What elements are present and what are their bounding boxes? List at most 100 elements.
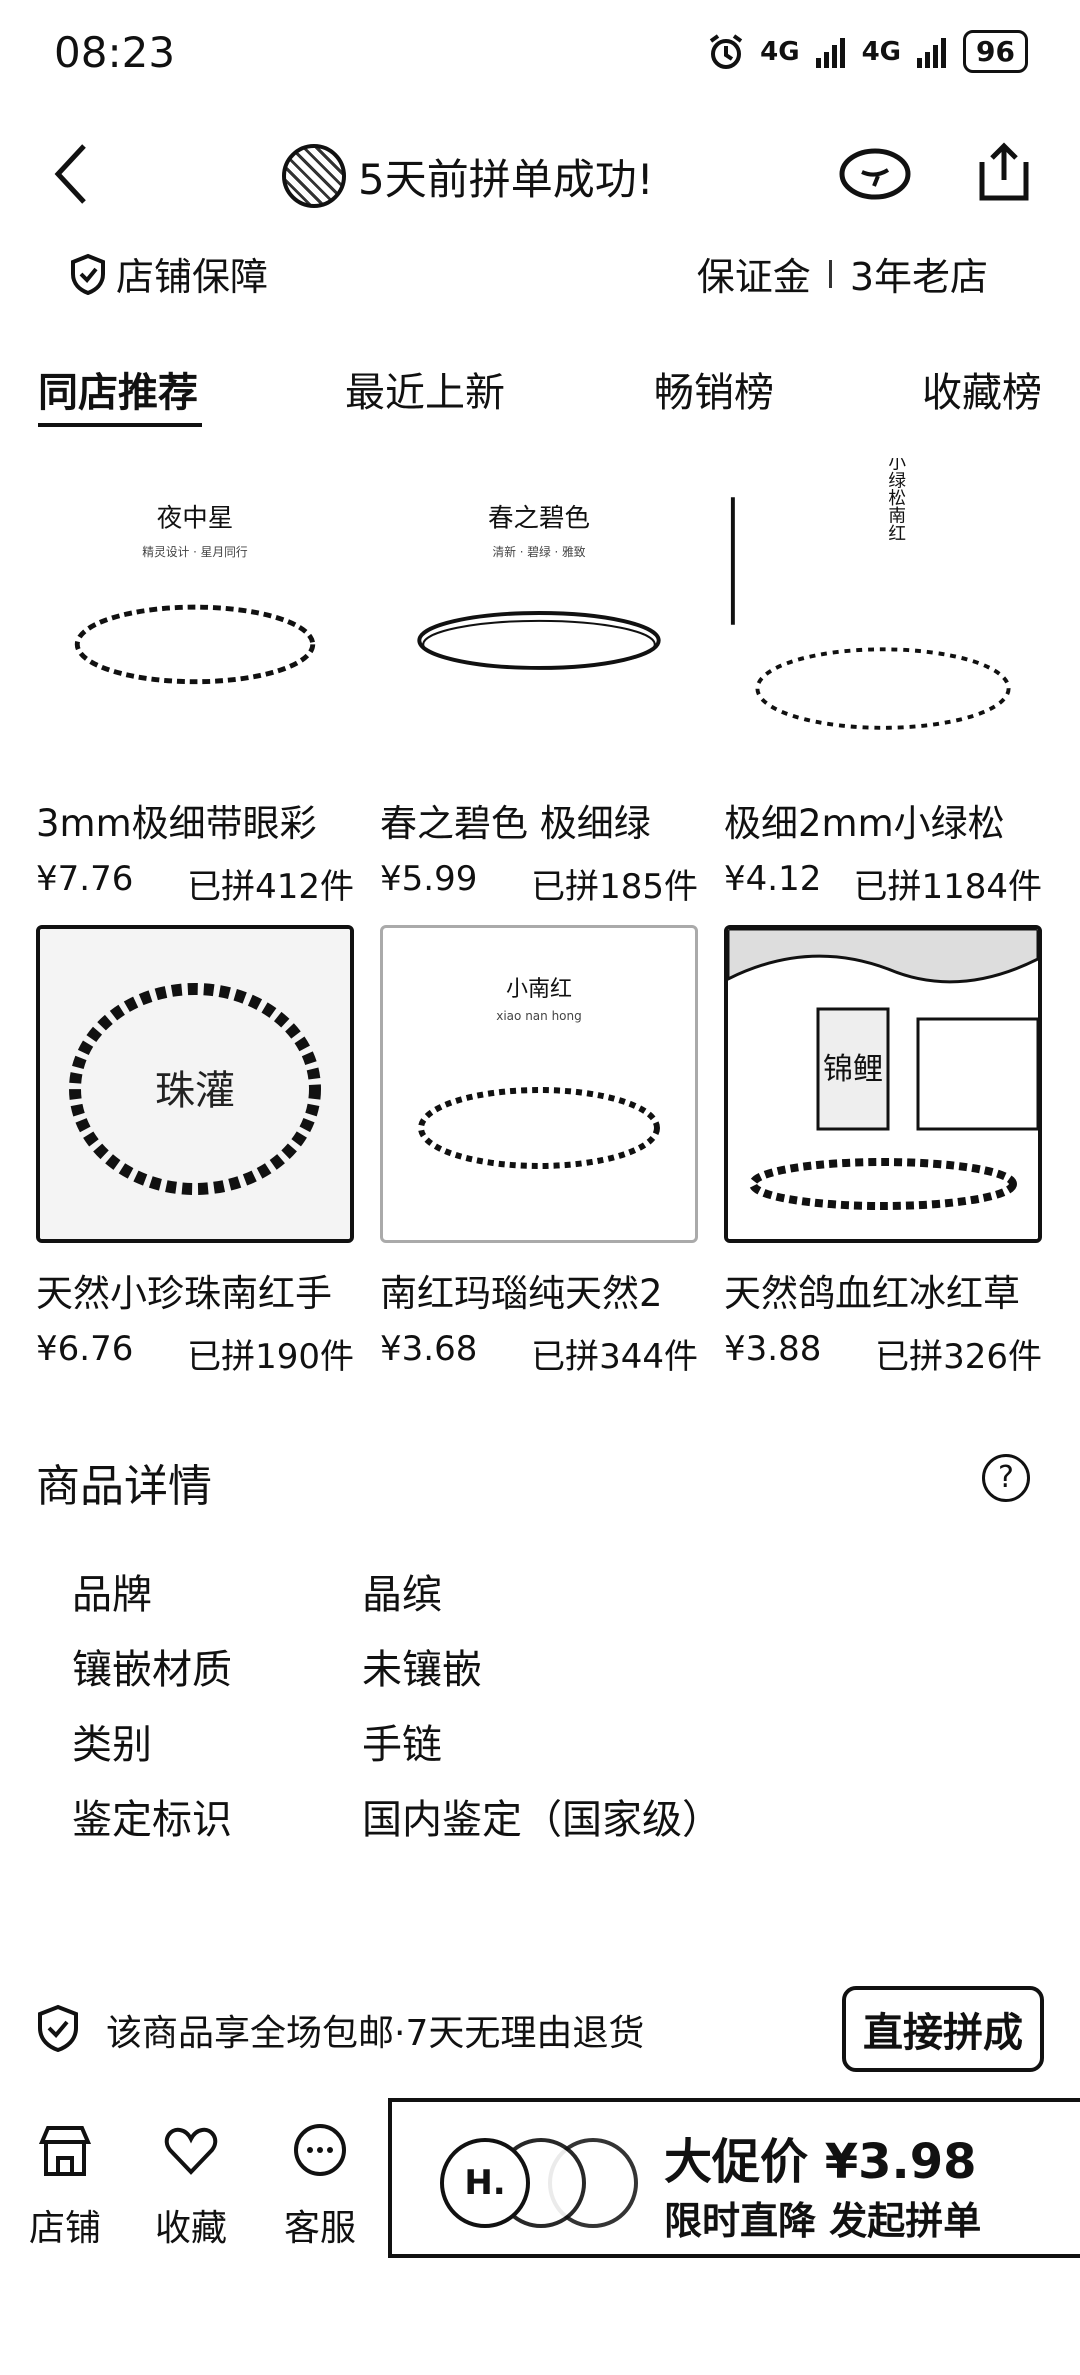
brand-coin-icon: H. xyxy=(440,2138,530,2228)
tab-favorites-rank[interactable]: 收藏榜 xyxy=(922,370,1042,416)
detail-value: 国内鉴定（国家级） xyxy=(362,1797,722,1843)
product-name: 春之碧色 极细绿 xyxy=(380,802,651,845)
active-tab-underline xyxy=(38,423,202,427)
signal-icon-2 xyxy=(917,37,947,68)
chat-icon xyxy=(294,2124,346,2176)
product-price: ¥7.76 xyxy=(36,859,134,899)
product-price: ¥3.68 xyxy=(380,1329,478,1369)
image-subtitle: xiao nan hong xyxy=(496,1009,582,1023)
product-image: 珠灌 xyxy=(36,925,354,1243)
details-table: 品牌晶缤 镶嵌材质 未镶嵌 类别手链 鉴定标识 国内鉴定（国家级） xyxy=(72,1562,722,1862)
detail-value: 晶缤 xyxy=(362,1572,442,1618)
detail-row: 类别手链 xyxy=(72,1712,722,1787)
deposit-badge: 保证金 xyxy=(696,255,811,299)
bracelet-image: 夜中星 精灵设计 · 星月同行 xyxy=(74,504,316,685)
system-nav-area xyxy=(0,2264,1080,2375)
detail-row: 镶嵌材质 未镶嵌 xyxy=(72,1637,722,1712)
product-image: 锦鲤 xyxy=(724,925,1042,1243)
favorite-button[interactable]: 收藏 xyxy=(136,2122,246,2251)
product-meta: ¥3.68 已拼344件 xyxy=(380,1329,698,1378)
status-bar: 08:23 4G 4G 96 xyxy=(0,0,1080,110)
store-guarantee-label: 店铺保障 xyxy=(116,255,269,299)
promo-strip: 该商品享全场包邮·7天无理由退货 直接拼成 xyxy=(0,1980,1080,2072)
product-name: 南红玛瑙纯天然2 xyxy=(380,1272,663,1315)
product-card[interactable]: 春之碧色 清新 · 碧绿 · 雅致 春之碧色 极细绿 ¥5.99 已拼185件 xyxy=(380,455,698,908)
image-subtitle: 精灵设计 · 星月同行 xyxy=(142,545,248,559)
product-sold-count: 已拼185件 xyxy=(531,867,698,907)
detail-value: 手链 xyxy=(362,1722,442,1768)
start-group-buy-button[interactable]: H. 大促价 ¥3.98 限时直降 发起拼单 xyxy=(388,2098,1080,2258)
product-sold-count: 已拼412件 xyxy=(187,867,354,907)
chat-bubble-icon[interactable] xyxy=(838,146,912,202)
product-image: 小南红 xiao nan hong xyxy=(380,925,698,1243)
tab-same-store[interactable]: 同店推荐 xyxy=(38,370,198,416)
help-icon[interactable]: ? xyxy=(982,1454,1030,1502)
tab-new-arrivals[interactable]: 最近上新 xyxy=(345,370,505,416)
detail-row: 鉴定标识 国内鉴定（国家级） xyxy=(72,1787,722,1862)
details-title: 商品详情 xyxy=(36,1461,212,1512)
tab-best-sellers[interactable]: 畅销榜 xyxy=(654,370,774,416)
promo-price: 大促价 ¥3.98 xyxy=(664,2134,977,2190)
product-name: 3mm极细带眼彩 xyxy=(36,802,317,845)
bottom-action-bar: 店铺 收藏 客服 H. 大促价 ¥3.98 限时直降 发起拼单 xyxy=(0,2092,1080,2264)
product-sold-count: 已拼1184件 xyxy=(853,867,1042,907)
product-sold-count: 已拼190件 xyxy=(187,1337,354,1377)
store-icon xyxy=(38,2126,92,2176)
shield-check-icon xyxy=(71,253,105,295)
bracelet-image: 珠灌 xyxy=(40,929,350,1239)
nav-bar: 5天前拼单成功! xyxy=(0,130,1080,220)
share-icon[interactable] xyxy=(974,140,1034,204)
detail-key: 鉴定标识 xyxy=(72,1797,232,1843)
alarm-icon xyxy=(709,33,743,69)
shield-check-icon xyxy=(38,2004,78,2052)
detail-value: 未镶嵌 xyxy=(362,1647,482,1693)
product-meta: ¥5.99 已拼185件 xyxy=(380,859,698,908)
product-sold-count: 已拼344件 xyxy=(531,1337,698,1377)
recommend-tabs: 同店推荐 最近上新 畅销榜 收藏榜 xyxy=(0,360,1080,430)
store-info-row: 店铺保障 保证金 3年老店 xyxy=(0,240,1080,310)
detail-key: 镶嵌材质 xyxy=(72,1647,232,1693)
network-type-1: 4G xyxy=(760,36,800,67)
store-age-badge: 3年老店 xyxy=(849,255,988,299)
detail-row: 品牌晶缤 xyxy=(72,1562,722,1637)
back-arrow-icon[interactable] xyxy=(40,138,110,208)
product-image: 夜中星 精灵设计 · 星月同行 xyxy=(36,455,354,773)
user-avatar xyxy=(282,144,346,208)
store-button[interactable]: 店铺 xyxy=(10,2122,120,2251)
store-label: 店铺 xyxy=(28,2208,101,2249)
product-card[interactable]: 夜中星 精灵设计 · 星月同行 3mm极细带眼彩 ¥7.76 已拼412件 xyxy=(36,455,354,908)
heart-icon xyxy=(164,2127,218,2175)
product-sold-count: 已拼326件 xyxy=(875,1337,1042,1377)
customer-service-button[interactable]: 客服 xyxy=(265,2122,375,2251)
image-title: 小绿松南红 xyxy=(886,455,906,541)
product-card[interactable]: 小南红 xiao nan hong 南红玛瑙纯天然2 ¥3.68 已拼344件 xyxy=(380,925,698,1378)
bracelet-image: 锦鲤 xyxy=(728,929,1038,1239)
service-label: 客服 xyxy=(283,2208,356,2249)
nav-title: 5天前拼单成功! xyxy=(358,154,654,204)
nav-title-group: 5天前拼单成功! xyxy=(282,144,654,208)
image-title: 锦鲤 xyxy=(823,1052,883,1087)
image-subtitle: 清新 · 碧绿 · 雅致 xyxy=(492,545,585,559)
product-price: ¥5.99 xyxy=(380,859,478,899)
promo-text: 该商品享全场包邮·7天无理由退货 xyxy=(106,2013,645,2054)
product-price: ¥4.12 xyxy=(724,859,822,899)
battery-icon: 96 xyxy=(963,30,1028,73)
network-type-2: 4G xyxy=(861,36,902,67)
favorite-label: 收藏 xyxy=(154,2208,227,2249)
direct-group-buy-button[interactable]: 直接拼成 xyxy=(842,1986,1044,2072)
store-guarantee[interactable]: 店铺保障 xyxy=(70,246,268,301)
signal-icon xyxy=(815,37,845,68)
bracelet-image: 小南红 xiao nan hong xyxy=(418,977,660,1169)
status-time: 08:23 xyxy=(54,28,176,77)
store-badges[interactable]: 保证金 3年老店 xyxy=(697,246,988,301)
bracelet-image: 春之碧色 清新 · 碧绿 · 雅致 xyxy=(417,504,661,670)
product-name: 天然小珍珠南红手 xyxy=(36,1272,332,1315)
product-meta: ¥7.76 已拼412件 xyxy=(36,859,354,908)
image-title: 春之碧色 xyxy=(488,504,590,534)
product-image: 春之碧色 清新 · 碧绿 · 雅致 xyxy=(380,455,698,773)
